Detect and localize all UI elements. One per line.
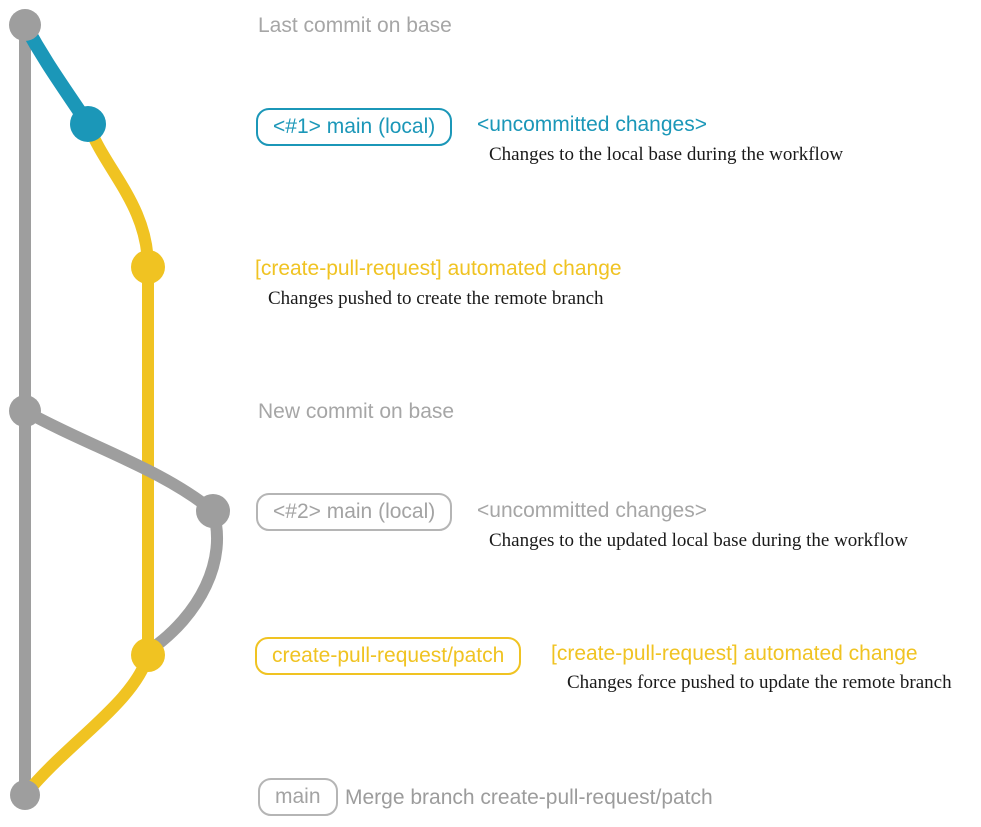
merge-curve (19, 649, 154, 801)
automated-change-headline-1: [create-pull-request] automated change (255, 257, 622, 280)
new-commit-title: New commit on base (258, 400, 455, 423)
branch-badge-main: main (258, 778, 338, 816)
uncommitted-changes-headline-2: <uncommitted changes> (477, 499, 707, 522)
uncommitted-changes-headline-1: <uncommitted changes> (477, 113, 707, 136)
local-main-2-node (196, 494, 230, 528)
rebase-curve-1 (19, 405, 219, 517)
branch-badge-create-pull-request-patch: create-pull-request/patch (255, 637, 522, 675)
automated-change-caption-2: Changes force pushed to update the remot… (567, 672, 952, 693)
branch-badge-main-local-2: <#2> main (local) (256, 493, 453, 531)
branch-badge-main-local-1: <#1> main (local) (256, 108, 453, 146)
merge-commit-message: Merge branch create-pull-request/patch (345, 786, 713, 809)
local-main-1-node (70, 106, 106, 142)
uncommitted-changes-caption-1: Changes to the local base during the wor… (489, 144, 844, 165)
new-commit-on-base-node (9, 395, 41, 427)
uncommitted-changes-caption-2: Changes to the updated local base during… (489, 530, 908, 551)
push-branch-curve-1 (82, 118, 154, 273)
automated-change-headline-2: [create-pull-request] automated change (551, 642, 918, 665)
rebase-curve-2 (144, 505, 223, 656)
create-pull-request-commit-1-node (131, 250, 165, 284)
merge-commit-node (10, 780, 40, 810)
automated-change-caption-1: Changes pushed to create the remote bran… (268, 288, 604, 309)
create-pull-request-commit-2-node (131, 638, 165, 672)
last-commit-title: Last commit on base (258, 14, 452, 37)
last-commit-on-base-node (9, 9, 41, 41)
